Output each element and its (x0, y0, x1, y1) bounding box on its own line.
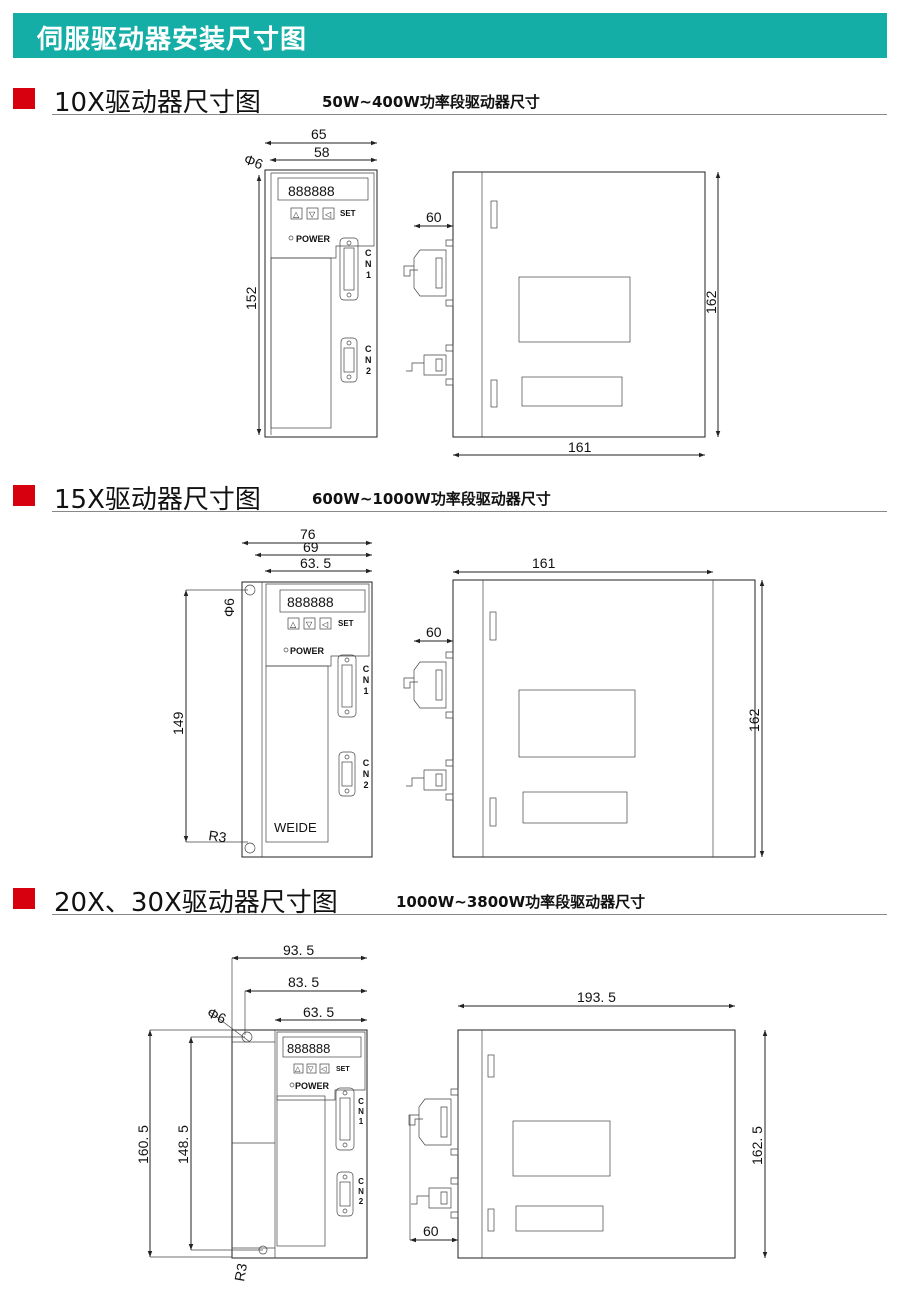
cn2-plug (405, 759, 454, 801)
section-title: 10X驱动器尺寸图 (54, 88, 261, 118)
down-key-icon: ▽ (306, 620, 313, 629)
section-subtitle: 1000W~3800W功率段驱动器尺寸 (396, 893, 646, 911)
up-key-icon: △ (290, 620, 297, 629)
power-led-icon (288, 235, 294, 241)
red-square-marker (13, 485, 35, 506)
segment-display: 888888 (288, 183, 335, 199)
dim-height: 152 (243, 286, 259, 310)
dim-radius: R3 (208, 827, 228, 845)
red-square-marker (13, 88, 35, 109)
segment-display: 888888 (287, 594, 334, 610)
dim-width-mid: 83. 5 (288, 974, 319, 990)
brand-label: WEIDE (274, 820, 317, 835)
section-header-15x: 15X驱动器尺寸图 600W~1000W功率段驱动器尺寸 (0, 483, 900, 515)
section-title: 20X、30X驱动器尺寸图 (54, 888, 338, 918)
dim-width-inner: 63. 5 (300, 555, 331, 571)
cn1-connector (335, 1087, 355, 1151)
set-key: SET (336, 1066, 350, 1073)
side-view-15x: 60 161 162 (403, 555, 765, 858)
power-label: POWER (290, 646, 325, 656)
dim-height: 162 (703, 290, 719, 314)
cn2-label-char: C (365, 344, 372, 354)
dim-width-outer: 65 (311, 126, 327, 142)
cn1-label: CN1 (361, 664, 371, 697)
dim-width-mid: 69 (303, 539, 319, 555)
cn1-plug (408, 1088, 459, 1156)
page-banner: 伺服驱动器安装尺寸图 (13, 13, 887, 58)
divider (52, 914, 887, 915)
cn1-label-char: 1 (366, 270, 371, 280)
segment-display: 888888 (287, 1041, 330, 1056)
cn1-connector (339, 237, 359, 301)
dim-height: 149 (170, 711, 186, 735)
front-view-20x-30x: 888888 △▽◁SET POWER CN1 CN2 93. 5 83. 5 … (135, 942, 368, 1283)
left-key-icon: ◁ (322, 620, 329, 629)
cn1-label: CN1 (357, 1097, 366, 1127)
cn1-label-char: C (365, 248, 372, 258)
page-title: 伺服驱动器安装尺寸图 (37, 25, 308, 55)
front-view-15x: 888888 △▽◁SET POWER WEIDE CN1 CN2 76 69 … (170, 526, 373, 858)
cn1-connector (337, 654, 357, 718)
dim-depth: 161 (568, 439, 592, 455)
set-key: SET (340, 209, 356, 218)
dim-depth: 161 (532, 555, 556, 571)
red-square-marker (13, 888, 35, 909)
cn2-label: CN2 (361, 758, 371, 791)
dim-height-inner: 148. 5 (175, 1125, 191, 1164)
cn2-connector (336, 1171, 354, 1217)
dim-width-outer: 93. 5 (283, 942, 314, 958)
dim-clearance: 60 (426, 209, 442, 225)
section-header-10x: 10X驱动器尺寸图 50W~400W功率段驱动器尺寸 (0, 86, 900, 118)
cn2-plug (410, 1177, 459, 1219)
cn1-plug (403, 239, 454, 307)
down-key-icon: ▽ (309, 210, 316, 219)
section-subtitle: 600W~1000W功率段驱动器尺寸 (312, 490, 551, 508)
dim-radius: R3 (231, 1262, 250, 1283)
dim-depth: 193. 5 (577, 989, 616, 1005)
cn1-label-char: N (365, 259, 372, 269)
section-header-20x-30x: 20X、30X驱动器尺寸图 1000W~3800W功率段驱动器尺寸 (0, 886, 900, 918)
cn2-label-char: N (365, 355, 372, 365)
section-subtitle: 50W~400W功率段驱动器尺寸 (322, 93, 540, 111)
left-key-icon: ◁ (325, 210, 332, 219)
dim-width-outer: 76 (300, 526, 316, 542)
dim-clearance: 60 (423, 1223, 439, 1239)
set-key: SET (338, 619, 354, 628)
divider (52, 114, 887, 115)
side-view-10x: 60 162 161 (403, 171, 721, 458)
front-view-10x: 888888 △▽◁SET POWER CN1 CN2 65 58 152 Φ6 (242, 126, 378, 438)
dim-height: 162. 5 (749, 1126, 765, 1165)
power-label: POWER (295, 1081, 330, 1091)
cn2-label-char: 2 (366, 366, 371, 376)
dim-width-inner: 63. 5 (303, 1004, 334, 1020)
dim-height-outer: 160. 5 (135, 1125, 151, 1164)
cn2-plug (405, 344, 454, 386)
down-key-icon: ▽ (308, 1066, 314, 1073)
side-view-20x-30x: 60 193. 5 162. 5 (408, 989, 768, 1259)
dim-height: 162 (746, 708, 762, 732)
dim-hole: Φ6 (242, 151, 265, 173)
divider (52, 511, 887, 512)
power-led-icon (283, 647, 289, 653)
power-led-icon (289, 1082, 295, 1088)
cn2-label: CN2 (357, 1177, 366, 1207)
dim-hole: Φ6 (221, 598, 237, 617)
up-key-icon: △ (295, 1066, 301, 1073)
up-key-icon: △ (293, 210, 300, 219)
dim-clearance: 60 (426, 624, 442, 640)
section-title: 15X驱动器尺寸图 (54, 485, 261, 515)
cn2-connector (338, 751, 356, 797)
dim-width-inner: 58 (314, 144, 330, 160)
left-key-icon: ◁ (321, 1066, 327, 1073)
dim-hole: Φ6 (205, 1004, 229, 1027)
cn2-connector (340, 337, 358, 383)
cn1-plug (403, 651, 454, 719)
power-label: POWER (296, 234, 331, 244)
